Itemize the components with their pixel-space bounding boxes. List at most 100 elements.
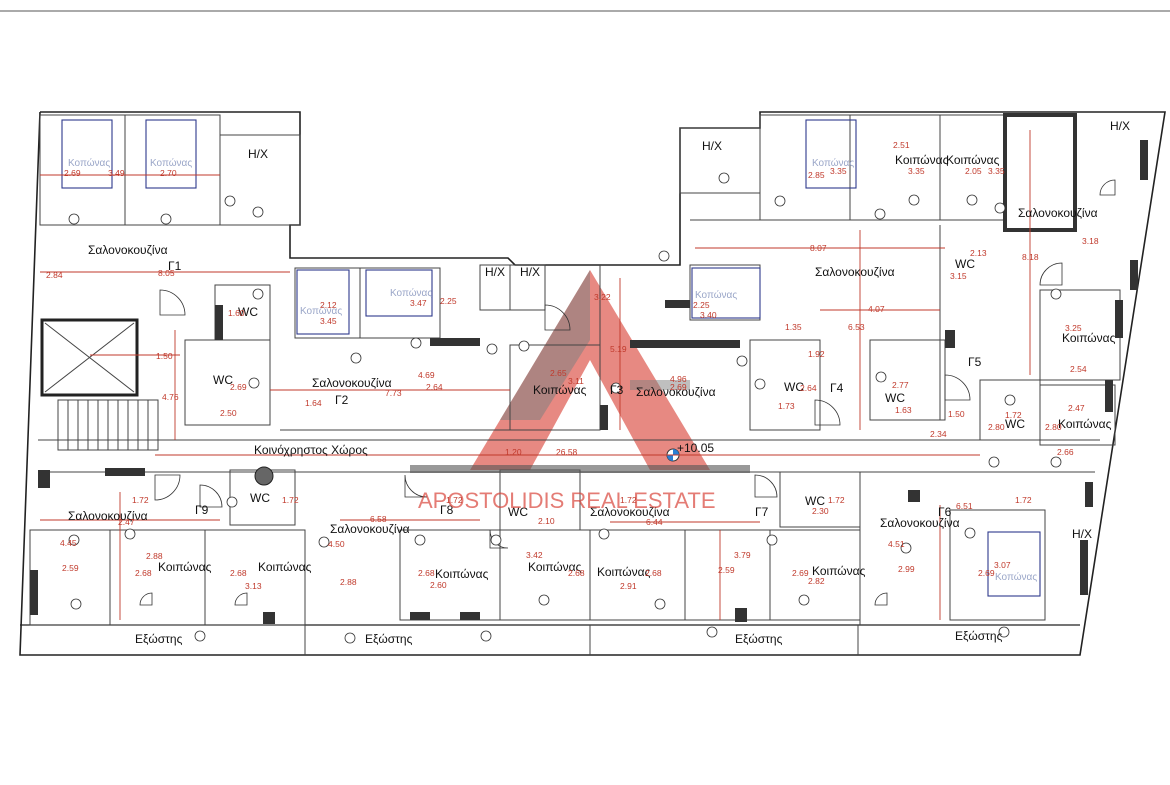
dimension-value: 8.05 [158,268,175,278]
dimension-value: 3.07 [994,560,1011,570]
dimension-value: 4.07 [868,304,885,314]
unit-label: Γ5 [968,355,982,369]
dimension-value: 2.50 [220,408,237,418]
bedroom-label: Κοιπώνας [946,153,1000,167]
dimension-value: 2.64 [426,382,443,392]
dimension-value: 6.58 [370,514,387,524]
bedroom-label: Κοιπώνας [158,560,212,574]
dimension-value: 2.88 [146,551,163,561]
dimension-value: 4.50 [328,539,345,549]
dimension-value: 2.25 [440,296,457,306]
dimension-value: 1.73 [778,401,795,411]
dimension-value: 1.72 [282,495,299,505]
wc-label: WC [784,380,804,394]
dimension-value: 3.15 [950,271,967,281]
dimension-value: 2.59 [718,565,735,575]
dimension-value: 1.35 [785,322,802,332]
dimension-value: 3.42 [526,550,543,560]
living-kitchen-label: Σαλονοκουζίνα [880,516,960,530]
dimension-value: 4.96 [670,374,687,384]
dimension-value: 3.35 [988,166,1005,176]
dimension-value: 3.49 [108,168,125,178]
dimension-value: 1.64 [305,398,322,408]
living-kitchen-label: Σαλονοκουζίνα [312,376,392,390]
unit-label: Γ9 [195,503,209,517]
hx-label: Η/Χ [485,265,505,279]
bedroom-label: Κοιπώνας [812,564,866,578]
dimension-value: 2.65 [550,368,567,378]
wall-blocks [30,140,1148,624]
dimension-value: 2.68 [230,568,247,578]
dimension-value: 3.35 [908,166,925,176]
dimension-value: 3.13 [245,581,262,591]
unit-label: Γ7 [755,505,769,519]
dimension-value: 2.47 [1068,403,1085,413]
wc-label: WC [885,391,905,405]
dimension-value: 1.50 [948,409,965,419]
hx-label: Η/Χ [702,139,722,153]
bedroom-label: Κοιπώνας [528,560,582,574]
dimension-value: 2.68 [568,568,585,578]
unit-label: Γ2 [335,393,349,407]
level-label: +10.05 [677,441,714,455]
dimension-value: 1.72 [1005,410,1022,420]
dimension-value: 2.68 [645,568,662,578]
living-kitchen-label: Σαλονοκουζίνα [636,385,716,399]
room-labels: Κοπώνας Κοπώνας Η/Χ Σαλονοκουζίνα WC WC … [68,119,1130,646]
dimension-value: 4.51 [888,539,905,549]
unit-label: Γ1 [168,259,182,273]
unit-label: Γ6 [938,505,952,519]
living-kitchen-label: Σαλονοκουζίνα [330,522,410,536]
wc-label: WC [238,305,258,319]
balcony-label: Εξώστης [735,632,783,646]
dimension-value: 2.34 [930,429,947,439]
dimension-value: 1.72 [446,495,463,505]
dimension-value: 1.63 [895,405,912,415]
dimension-value: 2.80 [1045,422,1062,432]
dimension-value: 2.85 [808,170,825,180]
bedroom-label: Κοπώνας [695,289,737,301]
wc-label: WC [250,491,270,505]
wc-label: WC [1005,417,1025,431]
dimension-lines [40,130,1031,620]
dimension-value: 26.58 [556,447,578,457]
hx-label: Η/Χ [1072,527,1092,541]
dimension-value: 2.70 [160,168,177,178]
bedroom-label: Κοπώνας [68,157,110,169]
beds [61,119,1041,597]
bedroom-label: Κοιπώνας [435,567,489,581]
hx-label: Η/Χ [520,265,540,279]
dimension-labels: 2.69 3.49 2.70 8.05 2.84 1.60 1.50 4.76 … [46,140,1099,591]
dimension-value: 1.20 [505,447,522,457]
dimension-value: 2.10 [538,516,555,526]
dimension-value: 3.11 [568,376,584,386]
dimension-value: 1.72 [1015,495,1032,505]
dimension-value: 1.92 [808,349,825,359]
dimension-value: 1.72 [132,495,149,505]
wc-label: WC [955,257,975,271]
dimension-value: 2.66 [1057,447,1074,457]
hx-label: Η/Χ [248,147,268,161]
dimension-value: 1.60 [228,308,245,318]
dimension-value: 6.53 [848,322,865,332]
dimension-value: 2.25 [693,300,710,310]
bedroom-label: Κοπώνας [812,157,854,169]
dimension-value: 3.40 [700,310,717,320]
bedroom-label: Κοιπώνας [597,565,651,579]
dimension-value: 2.64 [800,383,817,393]
dimension-value: 2.84 [46,270,63,280]
dimension-value: 2.13 [970,248,987,258]
wc-label: WC [805,494,825,508]
dimension-value: 2.69 [670,382,687,392]
dimension-value: 2.69 [978,568,995,578]
dimension-value: 2.59 [62,563,79,573]
bedroom-label: Κοιπώνας [1062,331,1116,345]
dimension-value: 1.50 [156,351,173,361]
dimension-value: 2.60 [430,580,447,590]
dimension-value: 2.68 [418,568,435,578]
dimension-value: 2.05 [965,166,982,176]
outlet-symbols [68,172,1062,644]
dimension-value: 2.69 [792,568,809,578]
dimension-value: 3.45 [320,316,337,326]
balcony-label: Εξώστης [135,632,183,646]
